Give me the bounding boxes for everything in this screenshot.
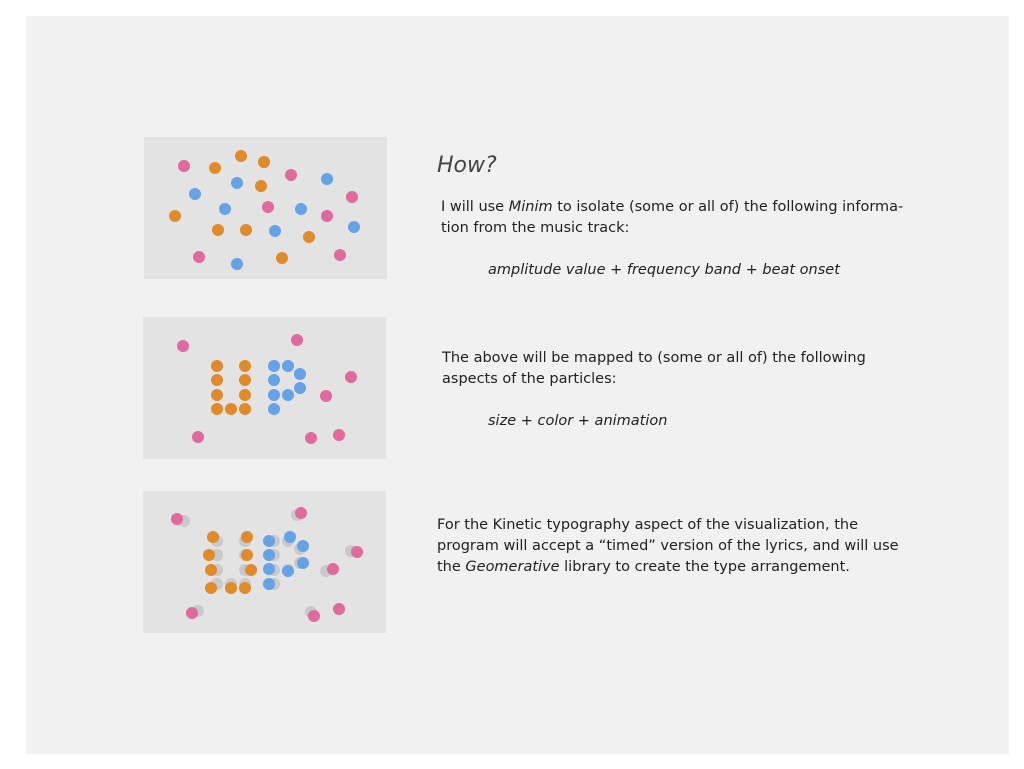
particle-orange (239, 374, 251, 386)
particle-blue (294, 382, 306, 394)
particle-pink (171, 513, 183, 525)
particle-orange (276, 252, 288, 264)
paragraph-mapping-line-1: The above will be mapped to (some or all… (442, 350, 866, 366)
particle-pink (351, 546, 363, 558)
paragraph-kinetic-line-1: For the Kinetic typography aspect of the… (437, 517, 858, 533)
library-name-minim: Minim (508, 199, 553, 215)
paragraph-mapping: The above will be mapped to (some or all… (442, 348, 866, 390)
formula-audio-features: amplitude value + frequency band + beat … (488, 262, 840, 278)
particle-pink (186, 607, 198, 619)
particle-blue (282, 565, 294, 577)
paragraph-minim-line-2: tion from the music track: (441, 220, 630, 236)
particle-orange (203, 549, 215, 561)
particle-pink (333, 429, 345, 441)
particle-orange (239, 389, 251, 401)
panel-letter-particles-with-ghosts (143, 491, 386, 633)
particle-pink (346, 191, 358, 203)
particle-pink (178, 160, 190, 172)
particle-blue (189, 188, 201, 200)
particle-blue (295, 203, 307, 215)
particle-blue (348, 221, 360, 233)
particle-pink (308, 610, 320, 622)
particle-pink (295, 507, 307, 519)
particle-blue (231, 258, 243, 270)
particle-orange (225, 403, 237, 415)
slide-heading: How? (437, 153, 497, 178)
particle-blue (284, 531, 296, 543)
paragraph-minim-line-1: I will use Minim to isolate (some or all… (441, 197, 903, 218)
particle-blue (268, 374, 280, 386)
particle-blue (263, 535, 275, 547)
particle-orange (241, 531, 253, 543)
particle-blue (263, 549, 275, 561)
paragraph-mapping-line-2: aspects of the particles: (442, 371, 617, 387)
particle-orange (239, 403, 251, 415)
particle-pink (327, 563, 339, 575)
particle-blue (297, 540, 309, 552)
particle-pink (334, 249, 346, 261)
particle-orange (211, 360, 223, 372)
formula-particle-aspects: size + color + animation (488, 413, 668, 429)
particle-orange (303, 231, 315, 243)
panel-letter-particles (143, 317, 386, 459)
particle-blue (282, 389, 294, 401)
particle-orange (205, 564, 217, 576)
particle-pink (285, 169, 297, 181)
particle-pink (345, 371, 357, 383)
particle-pink (321, 210, 333, 222)
particle-pink (193, 251, 205, 263)
paragraph-kinetic-text: library to create the type arrangement. (559, 559, 850, 575)
particle-pink (192, 431, 204, 443)
paragraph-kinetic-text: the (437, 559, 466, 575)
slide: How? I will use Minim to isolate (some o… (26, 16, 1009, 754)
particle-orange (240, 224, 252, 236)
particle-orange (235, 150, 247, 162)
particle-orange (212, 224, 224, 236)
particle-orange (169, 210, 181, 222)
particle-blue (219, 203, 231, 215)
particle-pink (320, 390, 332, 402)
particle-blue (268, 389, 280, 401)
paragraph-minim-text: I will use (441, 199, 509, 215)
particle-orange (239, 360, 251, 372)
particle-orange (211, 374, 223, 386)
paragraph-kinetic-line-3: the Geomerative library to create the ty… (437, 557, 899, 578)
particle-blue (282, 360, 294, 372)
particle-blue (263, 578, 275, 590)
particle-blue (269, 225, 281, 237)
paragraph-kinetic-line-2: program will accept a “timed” version of… (437, 538, 899, 554)
panel-scattered-particles (144, 137, 387, 279)
particle-orange (207, 531, 219, 543)
paragraph-kinetic-typography: For the Kinetic typography aspect of the… (437, 515, 899, 578)
particle-blue (321, 173, 333, 185)
particle-blue (231, 177, 243, 189)
particle-pink (291, 334, 303, 346)
particle-orange (258, 156, 270, 168)
particle-pink (333, 603, 345, 615)
particle-orange (211, 403, 223, 415)
paragraph-minim-text: to isolate (some or all of) the followin… (552, 199, 904, 215)
particle-orange (241, 549, 253, 561)
particle-blue (268, 360, 280, 372)
particle-orange (211, 389, 223, 401)
particle-orange (245, 564, 257, 576)
particle-orange (205, 582, 217, 594)
particle-blue (263, 563, 275, 575)
particle-pink (177, 340, 189, 352)
particle-orange (225, 582, 237, 594)
particle-orange (209, 162, 221, 174)
paragraph-minim: I will use Minim to isolate (some or all… (441, 197, 903, 239)
particle-orange (255, 180, 267, 192)
particle-pink (305, 432, 317, 444)
particle-blue (268, 403, 280, 415)
particle-pink (262, 201, 274, 213)
particle-blue (297, 557, 309, 569)
particle-orange (239, 582, 251, 594)
particle-blue (294, 368, 306, 380)
library-name-geomerative: Geomerative (465, 559, 560, 575)
